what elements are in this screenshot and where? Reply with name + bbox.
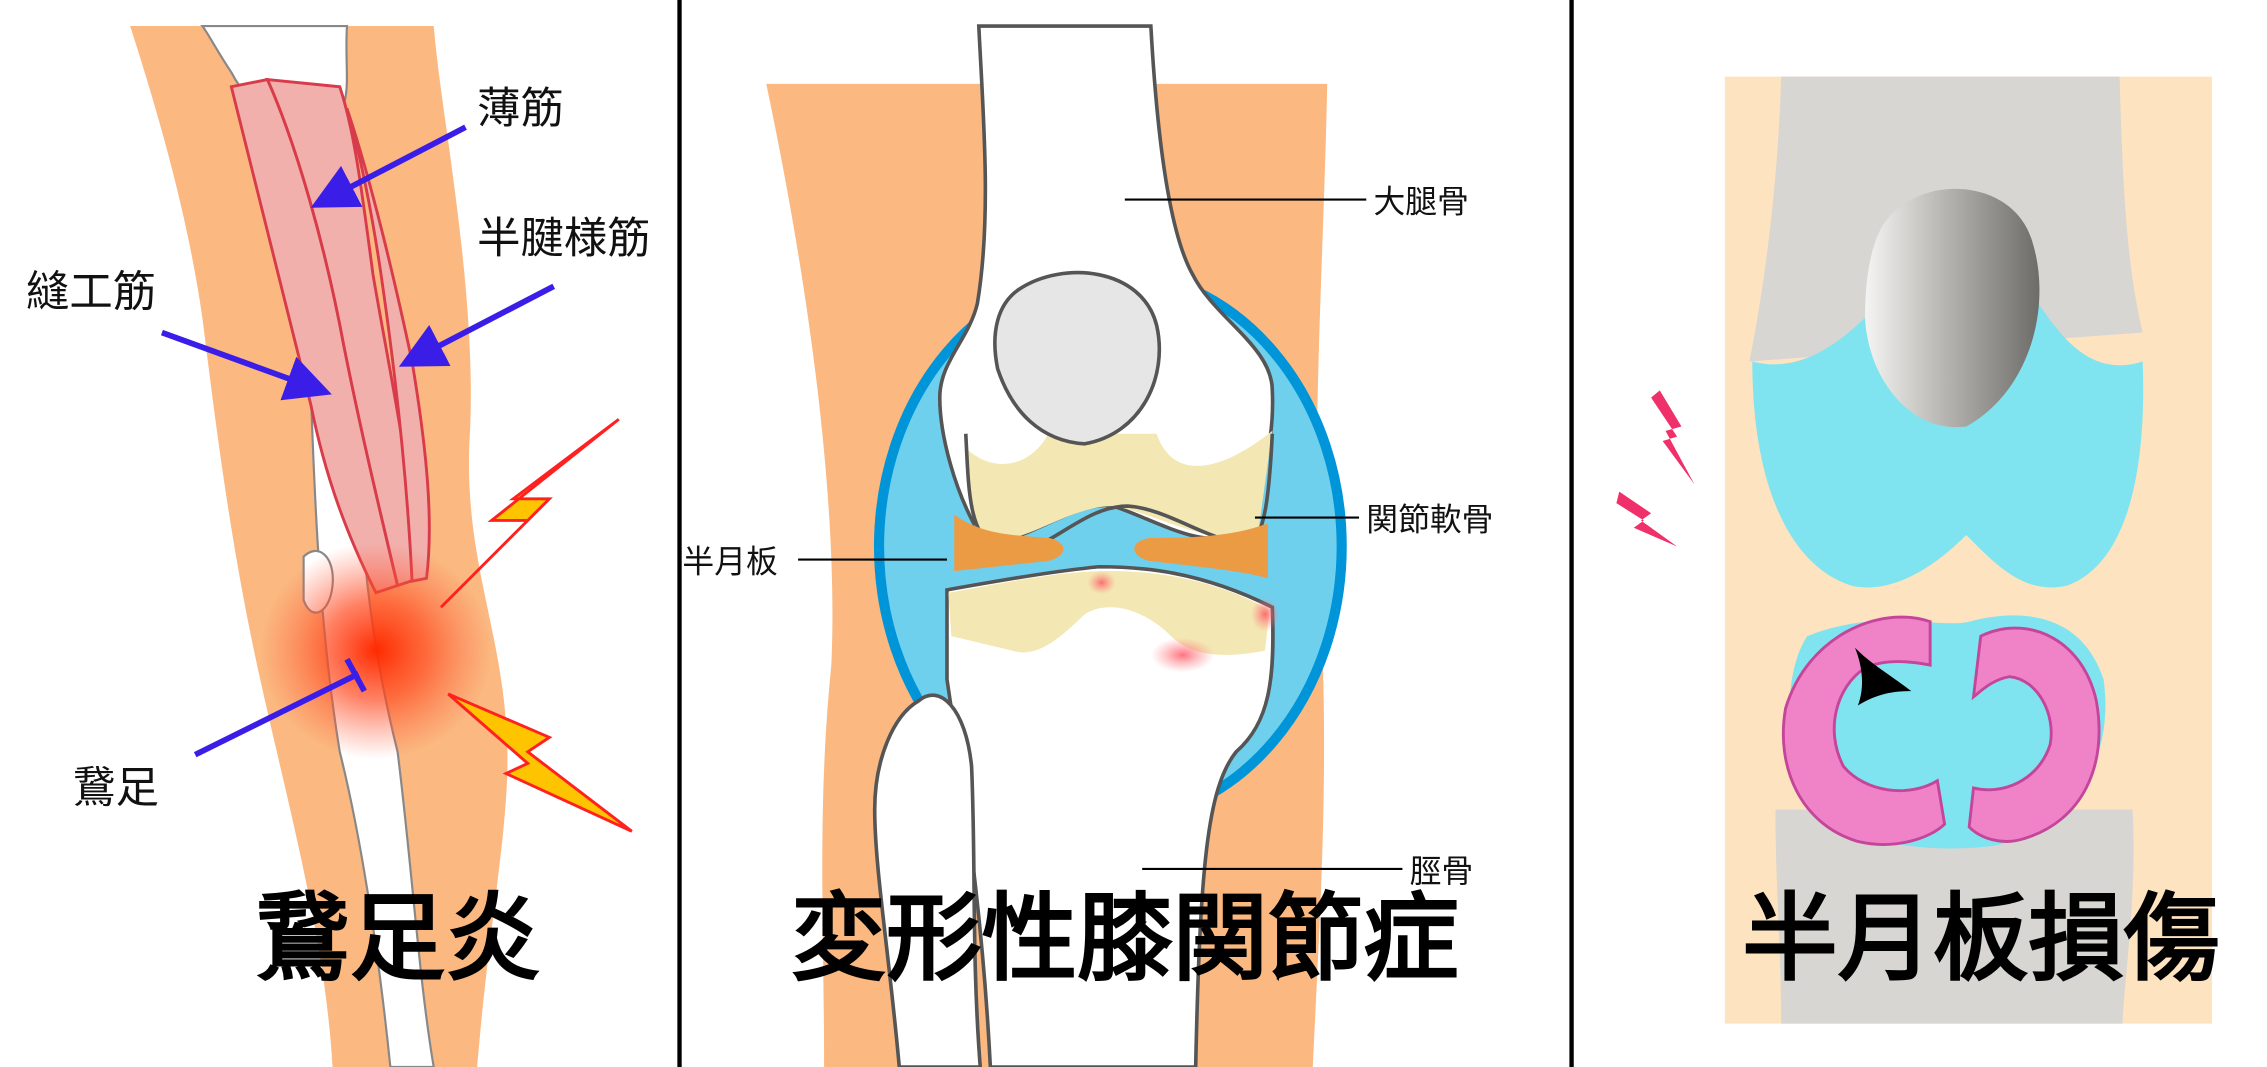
- arrow-sartorius: [160, 329, 332, 401]
- label-gracilis: 薄筋: [477, 84, 564, 134]
- label-pes-anserinus: 鵞足: [72, 763, 159, 813]
- panel-meniscus-tear: 半月板損傷: [1616, 76, 2219, 1024]
- label-femur: 大腿骨: [1374, 184, 1469, 221]
- tibia: [945, 564, 1275, 1067]
- pain-mark-icon: [1616, 491, 1678, 547]
- lightning-icon: [439, 418, 620, 609]
- medial-meniscus-3d: [1781, 615, 1947, 846]
- femoral-cartilage-3d: [1752, 303, 2144, 588]
- panel-knee-osteoarthritis: 大腿骨 関節軟骨 半月板 脛骨 変形性膝関節症: [682, 24, 1493, 1067]
- arrow-gracilis: [310, 124, 467, 208]
- title-pes-anserine-bursitis: 鵞足炎: [254, 883, 540, 995]
- meniscus-tear-mark: [1854, 647, 1912, 706]
- title-meniscus-tear: 半月板損傷: [1742, 883, 2219, 995]
- lightning-icon: [447, 692, 633, 833]
- label-sartorius: 縫工筋: [26, 268, 156, 318]
- patella-3d: [1865, 188, 2040, 428]
- meniscus-right: [1134, 523, 1268, 579]
- femoral-cartilage: [965, 430, 1273, 541]
- meniscus-left: [954, 514, 1064, 572]
- panel-pes-anserine-bursitis: 薄筋 半腱様筋 縫工筋 鵞足 鵞足炎: [26, 24, 651, 1067]
- lateral-meniscus-3d: [1967, 626, 2101, 843]
- label-semitendinosus: 半腱様筋: [477, 214, 650, 264]
- label-cartilage: 関節軟骨: [1366, 502, 1493, 539]
- pointer-pes-anserinus: [193, 671, 360, 758]
- inflammation-spot: [1087, 571, 1117, 595]
- tibia-3d: [1775, 809, 2134, 1024]
- patella: [993, 270, 1162, 446]
- arrow-semitendinosus: [398, 283, 556, 367]
- inflammation-spot: [1150, 637, 1215, 673]
- pointer-pes-anserinus-cap: [344, 657, 367, 693]
- title-knee-osteoarthritis: 変形性膝関節症: [791, 883, 1459, 995]
- label-meniscus: 半月板: [682, 544, 777, 581]
- pain-mark-icon: [1651, 390, 1695, 485]
- inflammation-spot: [1250, 597, 1280, 632]
- label-tibia: 脛骨: [1410, 853, 1474, 890]
- tibial-cartilage: [948, 570, 1270, 655]
- pain-glow: [260, 542, 492, 760]
